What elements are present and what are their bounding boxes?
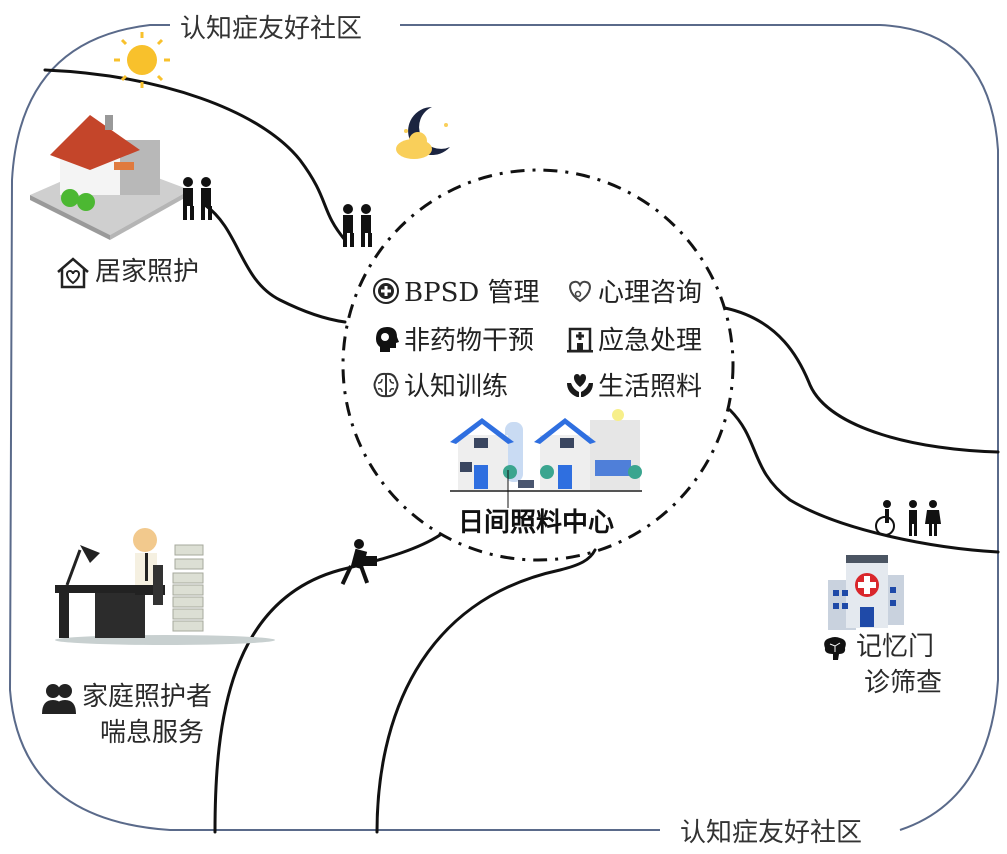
caregiver-respite-node: 家庭照护者 — [42, 682, 212, 714]
brain-icon — [373, 372, 399, 397]
accessibility-people-icon — [875, 500, 941, 536]
path-center-right-top — [723, 306, 1000, 454]
stethoscope-heart-icon — [569, 280, 591, 302]
caregiver-respite-label-line2: 喘息服务 — [100, 718, 205, 748]
service-label: 生活照料 — [598, 372, 703, 402]
running-person-icon — [340, 539, 377, 585]
walking-pair-icon — [343, 204, 372, 247]
house-heart-icon — [57, 257, 89, 289]
service-label: 心理咨询 — [598, 278, 703, 308]
path-home-to-center — [203, 203, 347, 324]
sun-icon — [114, 32, 170, 88]
service-label: 认知训练 — [404, 372, 509, 402]
people-icon — [42, 684, 76, 714]
home-illustration — [30, 115, 190, 240]
home-care-node: 居家照护 — [55, 256, 199, 290]
service-item: 非药物干预 — [372, 320, 534, 357]
caregiver-respite-label-line1: 家庭照护者 — [82, 682, 213, 713]
walking-pair-icon — [183, 177, 212, 220]
path-caregiver-to-center — [213, 533, 442, 834]
service-item: 认知训练 — [372, 366, 508, 403]
hospital-building-icon — [567, 327, 593, 352]
service-label: BPSD 管理 — [404, 278, 540, 308]
hospital-illustration — [828, 555, 904, 630]
path-center-right-bottom — [728, 408, 1000, 554]
service-item: 生活照料 — [566, 366, 702, 403]
head-brain-icon — [376, 326, 399, 352]
path-bottom-to-center — [375, 548, 597, 834]
path-home-to-center-top — [43, 68, 347, 242]
medical-cross-icon — [373, 277, 399, 304]
service-label: 应急处理 — [598, 326, 703, 356]
service-item: BPSD 管理 — [372, 272, 540, 309]
caregiver-office-illustration — [55, 528, 275, 645]
hands-heart-icon — [567, 373, 593, 397]
community-frame-border — [8, 24, 999, 831]
memory-clinic-label-line1: 记忆门 — [856, 632, 935, 662]
service-item: 心理咨询 — [566, 272, 702, 309]
frame-title-top: 认知症友好社区 — [170, 8, 373, 45]
day-care-center-illustration — [450, 409, 642, 508]
service-label: 非药物干预 — [404, 326, 535, 356]
memory-clinic-label-line2: 诊筛查 — [864, 668, 943, 698]
day-care-center-boundary — [341, 168, 735, 562]
moon-cloud-icon — [396, 107, 450, 159]
frame-title-bottom: 认知症友好社区 — [670, 812, 873, 849]
brain-icon — [824, 636, 846, 660]
day-care-center-title: 日间照料中心 — [458, 508, 615, 538]
memory-clinic-node: 记忆门 — [822, 632, 934, 663]
home-care-label: 居家照护 — [95, 257, 200, 288]
service-item: 应急处理 — [566, 320, 702, 357]
